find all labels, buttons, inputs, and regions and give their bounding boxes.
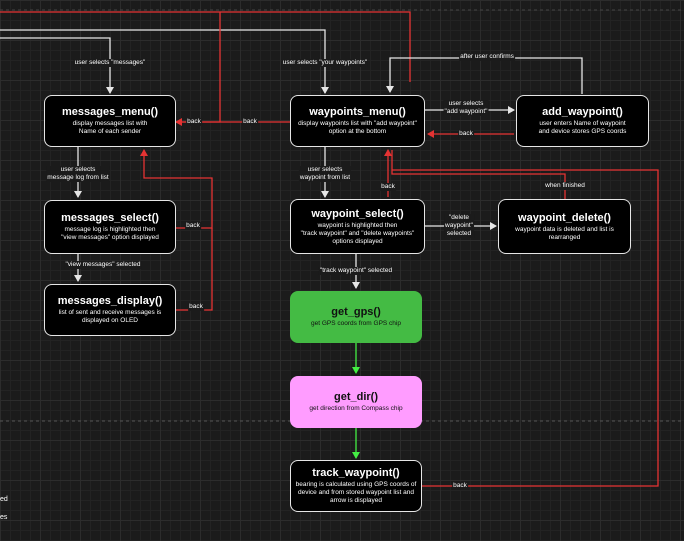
node-desc-line: user enters Name of waypoint [539,120,626,127]
edge-label-after-user-confirms: after user confirms [459,53,515,61]
node-desc-line: get direction from Compass chip [309,405,403,412]
node-messages-select[interactable]: messages_select() message log is highlig… [44,200,176,254]
edge-label-user-selects-add: user selects"add waypoint" [443,100,489,116]
node-title: waypoints_menu() [309,106,406,118]
edge-label-back-messages-display: back [188,303,204,311]
node-add-waypoint[interactable]: add_waypoint() user enters Name of waypo… [516,95,649,147]
node-messages-menu[interactable]: messages_menu() display messages list wi… [44,95,176,147]
edge-to-waypoints-menu [0,29,329,94]
node-desc-line: waypoint data is deleted and list is [515,225,614,233]
edge-label-view-messages-selected: "view messages" selected [64,261,142,269]
edge-back-to-left [176,12,221,123]
node-waypoint-delete[interactable]: waypoint_delete() waypoint data is delet… [498,199,631,254]
node-desc-line: "view messages" option displayed [61,234,159,241]
node-desc-line: list of sent and receive messages is [58,309,162,316]
edge-back-track [392,169,659,487]
node-messages-display[interactable]: messages_display() list of sent and rece… [44,284,176,336]
node-desc-line: arrow is displayed [329,497,383,504]
node-title: waypoint_select() [311,207,404,220]
node-desc: bearing is calculated using GPS coords o… [296,481,417,505]
node-desc: message log is highlighted then"view mes… [61,226,159,242]
edge-label-line: "delete [448,214,470,221]
edge-label-back-waypoints-menu: back [242,118,258,126]
edge-back-messages-display [176,228,213,311]
edge-when-finished [391,150,566,199]
node-desc: display waypoints list with "add waypoin… [298,120,417,136]
node-desc-line: Name of each sender [78,128,142,135]
left-edge-fragment: es [0,514,8,521]
edge-label-line: selected [446,230,472,237]
edge-label-back-messages-select: back [185,222,201,230]
node-track-waypoint[interactable]: track_waypoint() bearing is calculated u… [290,460,422,512]
node-desc-line: display waypoints list with "add waypoin… [298,120,417,127]
left-edge-fragment: ed [0,496,8,503]
node-title: get_dir() [334,391,378,403]
node-desc-line: rearranged [548,233,581,241]
node-desc-line: option at the bottom [328,128,387,135]
node-desc-line: options displayed [332,237,383,245]
node-title: messages_menu() [62,106,158,118]
node-desc-line: "track waypoint" and "delete waypoints" [300,229,415,237]
edge-label-line: user selects [60,166,96,173]
node-waypoints-menu[interactable]: waypoints_menu() display waypoints list … [290,95,425,147]
edge-label-line: user selects [448,100,484,107]
node-title: get_gps() [331,306,381,318]
node-title: add_waypoint() [542,106,623,118]
edge-label-back-messages-menu: back [186,118,202,126]
node-desc-line: message log is highlighted then [64,226,156,233]
edge-label-back-waypoint-select: back [380,183,396,191]
edge-label-when-finished: when finished [544,182,586,190]
edge-label-line: user selects [307,166,343,173]
edge-label-back-track: back [452,482,468,490]
top-red-edge [0,11,411,82]
node-desc-line: device and from stored waypoint list and [298,489,414,496]
node-title: messages_display() [57,295,163,307]
edge-label-line: "add waypoint" [444,108,488,115]
edge-label-user-selects-messages: user selects "messages" [73,59,147,67]
edge-label-back-add: back [458,130,474,138]
edge-label-line: message log from list [47,174,109,181]
node-desc: waypoint is highlighted then"track waypo… [301,222,415,246]
node-title: waypoint_delete() [518,211,611,224]
edge-to-messages-menu [0,37,114,94]
node-get-dir[interactable]: get_dir() get direction from Compass chi… [290,376,422,428]
node-title: track_waypoint() [312,467,400,479]
edge-label-user-selects-waypoints: user selects "your waypoints" [281,59,369,67]
node-desc-line: bearing is calculated using GPS coords o… [295,481,417,488]
node-desc-line: display messages list with [72,120,148,127]
edge-label-track-waypoint-selected: "track waypoint" selected [318,267,394,275]
node-waypoint-select[interactable]: waypoint_select() waypoint is highlighte… [290,199,425,254]
node-desc-line: and device stores GPS coords [538,128,627,135]
node-desc: get direction from Compass chip [309,405,402,413]
node-desc-line: displayed on OLED [81,317,138,324]
node-title: messages_select() [61,212,159,224]
node-desc: get GPS coords from GPS chip [311,320,401,328]
node-desc-line: get GPS coords from GPS chip [311,320,401,327]
edge-label-line: waypoint from list [299,174,351,181]
edge-after-confirms [386,57,583,94]
edge-label-line: waypoint" [445,222,473,229]
node-get-gps[interactable]: get_gps() get GPS coords from GPS chip [290,291,422,343]
node-desc-line: waypoint is highlighted then [317,221,398,229]
